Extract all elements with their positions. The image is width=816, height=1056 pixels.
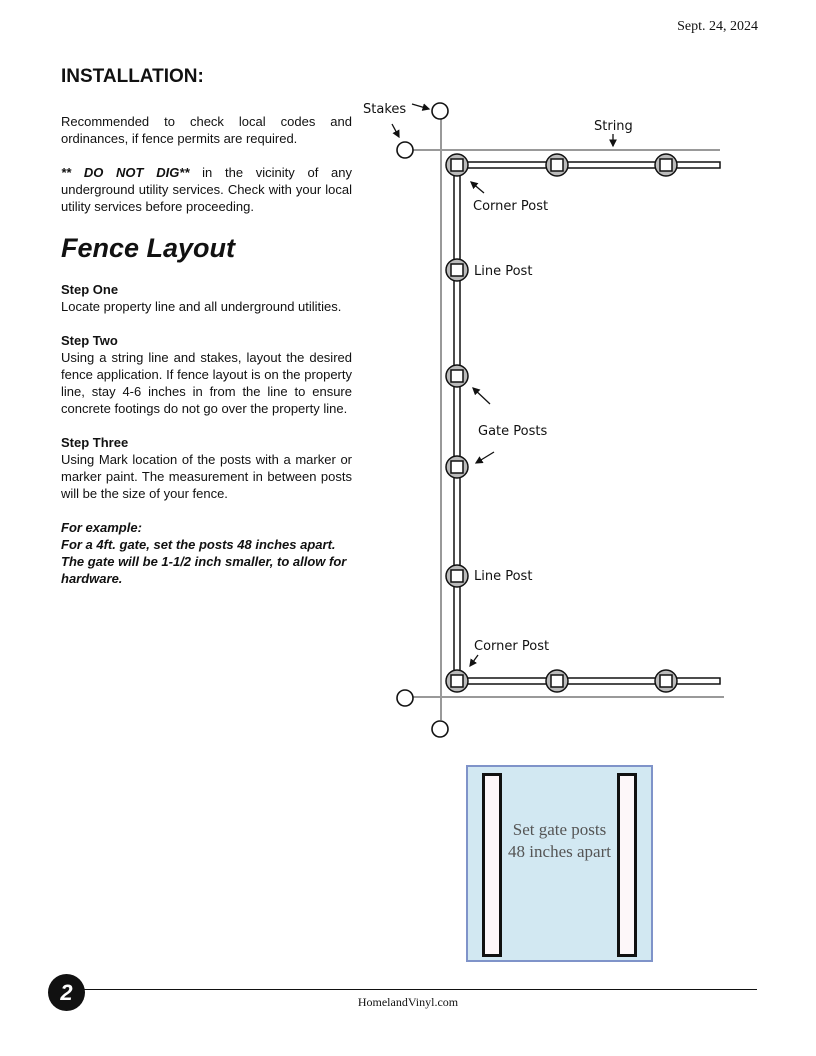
string-lines (413, 119, 724, 720)
post-square (550, 674, 564, 688)
post-square (450, 158, 464, 172)
arrows (391, 103, 617, 668)
post-square (450, 674, 464, 688)
line-post-2-label: Line Post (474, 569, 532, 584)
gate-spacing-text: Set gate posts 48 inches apart (508, 820, 611, 861)
footer-website: HomelandVinyl.com (357, 995, 459, 1009)
steps: Step One Locate property line and all un… (61, 281, 352, 587)
page-number: 2 (48, 974, 85, 1011)
do-not-dig-text: in the vicinity of any underground utili… (61, 165, 353, 214)
gate-post-spacing-illustration: Set gate posts 48 inches apart (466, 765, 653, 962)
footer-divider (84, 989, 757, 990)
step-three-title: Step Three (61, 435, 129, 450)
fence-layout-heading: Fence Layout (61, 233, 236, 263)
step-one-title: Step One (61, 282, 119, 297)
step-two-title: Step Two (61, 333, 118, 348)
post-square (659, 674, 673, 688)
gate-post-left (482, 773, 502, 957)
gate-posts-label: Gate Posts (478, 424, 547, 439)
fence-rails (453, 161, 721, 685)
gate-post-right (617, 773, 637, 957)
post-square (450, 263, 464, 277)
corner-post-top-label: Corner Post (473, 199, 548, 214)
post-square (659, 158, 673, 172)
do-not-dig-warning: ** DO NOT DIG** (61, 165, 190, 180)
step-three-text: Using Mark location of the posts with a … (61, 452, 352, 501)
line-post-1-label: Line Post (474, 264, 532, 279)
stakes (396, 102, 449, 738)
date: Sept. 24, 2024 (677, 19, 758, 34)
post-square (450, 569, 464, 583)
installation-text: Recommended to check local codes and ord… (61, 113, 352, 215)
post-square (550, 158, 564, 172)
step-two-text: Using a string line and stakes, layout t… (61, 350, 352, 416)
post-square (450, 369, 464, 383)
stakes-label: Stakes (363, 102, 406, 117)
string-label: String (594, 119, 633, 134)
example-text: For a 4ft. gate, set the posts 48 inches… (61, 537, 347, 586)
fence-layout-diagram: Stakes String Corner Post Line Post Gate… (363, 102, 724, 738)
post-square (450, 460, 464, 474)
step-one-text: Locate property line and all underground… (61, 299, 342, 314)
example-title: For example: (61, 520, 142, 535)
posts (445, 153, 678, 693)
corner-post-bottom-label: Corner Post (474, 639, 549, 654)
permits-paragraph: Recommended to check local codes and ord… (61, 114, 352, 146)
do-not-dig-paragraph: ** DO NOT DIG** in the vicinity of any u… (61, 164, 352, 215)
installation-heading: INSTALLATION: (61, 66, 204, 87)
